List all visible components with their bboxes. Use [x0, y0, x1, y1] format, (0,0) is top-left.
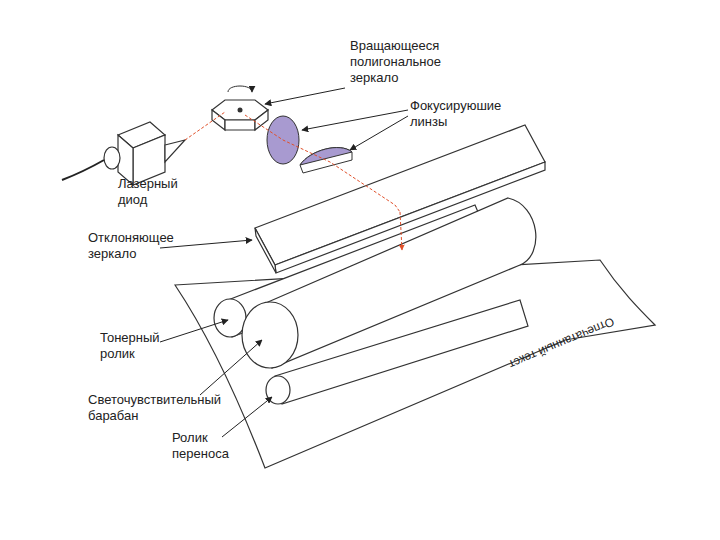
part-label: Ролик переноса: [172, 430, 257, 462]
part-label: Вращающееся полигональное зеркало: [350, 38, 475, 86]
part-label: Лазерный диод: [118, 176, 198, 208]
part-label: Фокусируюшие линзы: [410, 98, 515, 130]
part-label: Тонерный ролик: [100, 330, 180, 362]
part-label: Отклоняющее зеркало: [88, 230, 193, 262]
part-label: Светочувствительный барабан: [88, 392, 248, 424]
